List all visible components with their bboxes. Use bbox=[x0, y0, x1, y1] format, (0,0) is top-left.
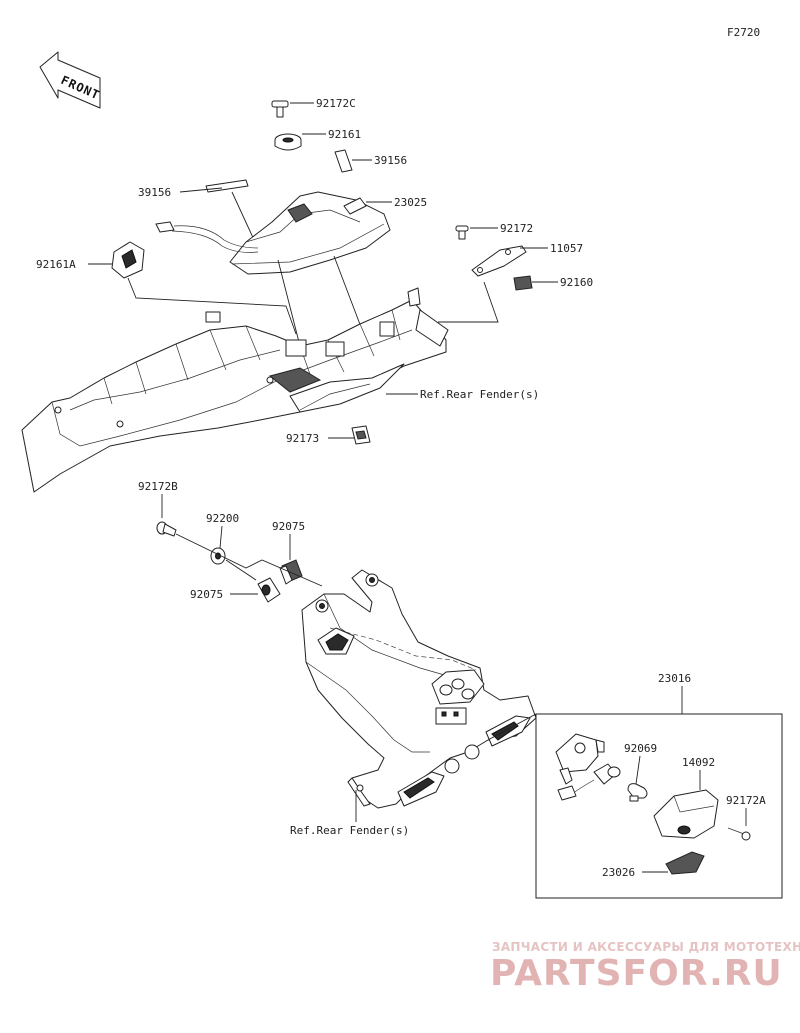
label-92075-left: 92075 bbox=[190, 588, 223, 601]
washer-92200 bbox=[210, 547, 226, 565]
bulb-92069 bbox=[627, 783, 648, 802]
figure-code: F2720 bbox=[727, 26, 760, 39]
damper-92075-right bbox=[279, 559, 303, 585]
screw-92172a bbox=[727, 827, 751, 841]
label-92172c: 92172C bbox=[316, 97, 356, 110]
label-14092: 14092 bbox=[682, 756, 715, 769]
bracket-11057 bbox=[471, 245, 527, 277]
label-23025: 23025 bbox=[394, 196, 427, 209]
rear-fender-upper bbox=[21, 287, 449, 493]
front-arrow-icon: FRONT bbox=[39, 51, 102, 109]
tail-bracket bbox=[301, 569, 537, 809]
label-92069: 92069 bbox=[624, 742, 657, 755]
label-39156-left: 39156 bbox=[138, 186, 171, 199]
grommet-92161a bbox=[111, 241, 145, 279]
pad-39156-right bbox=[334, 149, 353, 173]
tail-cover-23025 bbox=[229, 191, 391, 275]
label-ref-rear-fender-lower: Ref.Rear Fender(s) bbox=[290, 824, 409, 837]
label-23026: 23026 bbox=[602, 866, 635, 879]
label-11057: 11057 bbox=[550, 242, 583, 255]
screw-92172c bbox=[271, 100, 289, 118]
wire-lead bbox=[155, 221, 259, 253]
lens-14092 bbox=[653, 789, 719, 839]
label-92172b: 92172B bbox=[138, 480, 178, 493]
label-92172: 92172 bbox=[500, 222, 533, 235]
label-92075-right: 92075 bbox=[272, 520, 305, 533]
damper-92160 bbox=[513, 275, 533, 291]
bolt-92172b bbox=[156, 521, 177, 537]
watermark-tagline: ЗАПЧАСТИ И АКСЕССУАРЫ ДЛЯ МОТОТЕХНИКИ bbox=[492, 940, 800, 954]
label-ref-rear-fender-upper: Ref.Rear Fender(s) bbox=[420, 388, 539, 401]
label-92173: 92173 bbox=[286, 432, 319, 445]
watermark-brand: PARTSFOR.RU bbox=[490, 953, 783, 994]
gasket-23026 bbox=[665, 851, 705, 875]
bulb-socket bbox=[557, 763, 621, 801]
label-23016: 23016 bbox=[658, 672, 691, 685]
label-92200: 92200 bbox=[206, 512, 239, 525]
label-92172a: 92172A bbox=[726, 794, 766, 807]
screw-92172 bbox=[455, 225, 469, 240]
label-39156-right: 39156 bbox=[374, 154, 407, 167]
grommet-92161 bbox=[274, 133, 302, 151]
light-socket bbox=[555, 733, 605, 785]
license-light-box bbox=[535, 713, 783, 899]
label-92160: 92160 bbox=[560, 276, 593, 289]
label-92161: 92161 bbox=[328, 128, 361, 141]
damper-92075-left bbox=[257, 577, 281, 603]
clip-92173 bbox=[351, 425, 371, 445]
pad-39156-left bbox=[205, 179, 249, 193]
label-92161a: 92161A bbox=[36, 258, 76, 271]
